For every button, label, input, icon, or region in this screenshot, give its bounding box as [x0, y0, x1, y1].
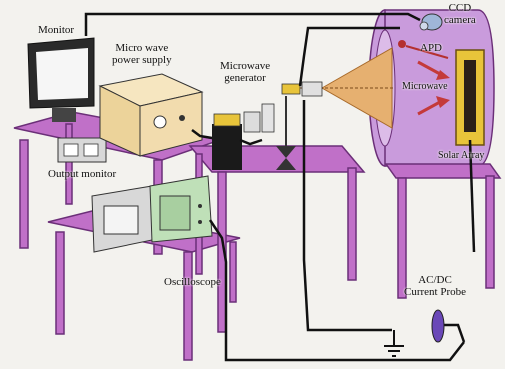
ground-symbol	[384, 330, 404, 356]
microwave-power-supply-label: Micro wave power supply	[112, 42, 172, 66]
solar-array-label: Solar Array	[438, 150, 484, 161]
power-supply	[100, 74, 202, 156]
microwave-label: Microwave	[402, 81, 448, 92]
monitor	[28, 38, 94, 122]
apd-label: APD	[420, 42, 442, 54]
solar-array	[456, 50, 484, 145]
oscilloscope-label: Oscilloscope	[164, 276, 221, 288]
current-probe-label: AC/DC Current Probe	[404, 274, 466, 298]
monitor-label: Monitor	[38, 24, 74, 36]
output-monitor	[58, 138, 106, 162]
microwave-generator-label: Microwave generator	[220, 60, 270, 84]
ccd-camera-label: CCD camera	[444, 2, 476, 26]
current-probe	[432, 310, 444, 342]
output-monitor-label: Output monitor	[48, 168, 116, 180]
